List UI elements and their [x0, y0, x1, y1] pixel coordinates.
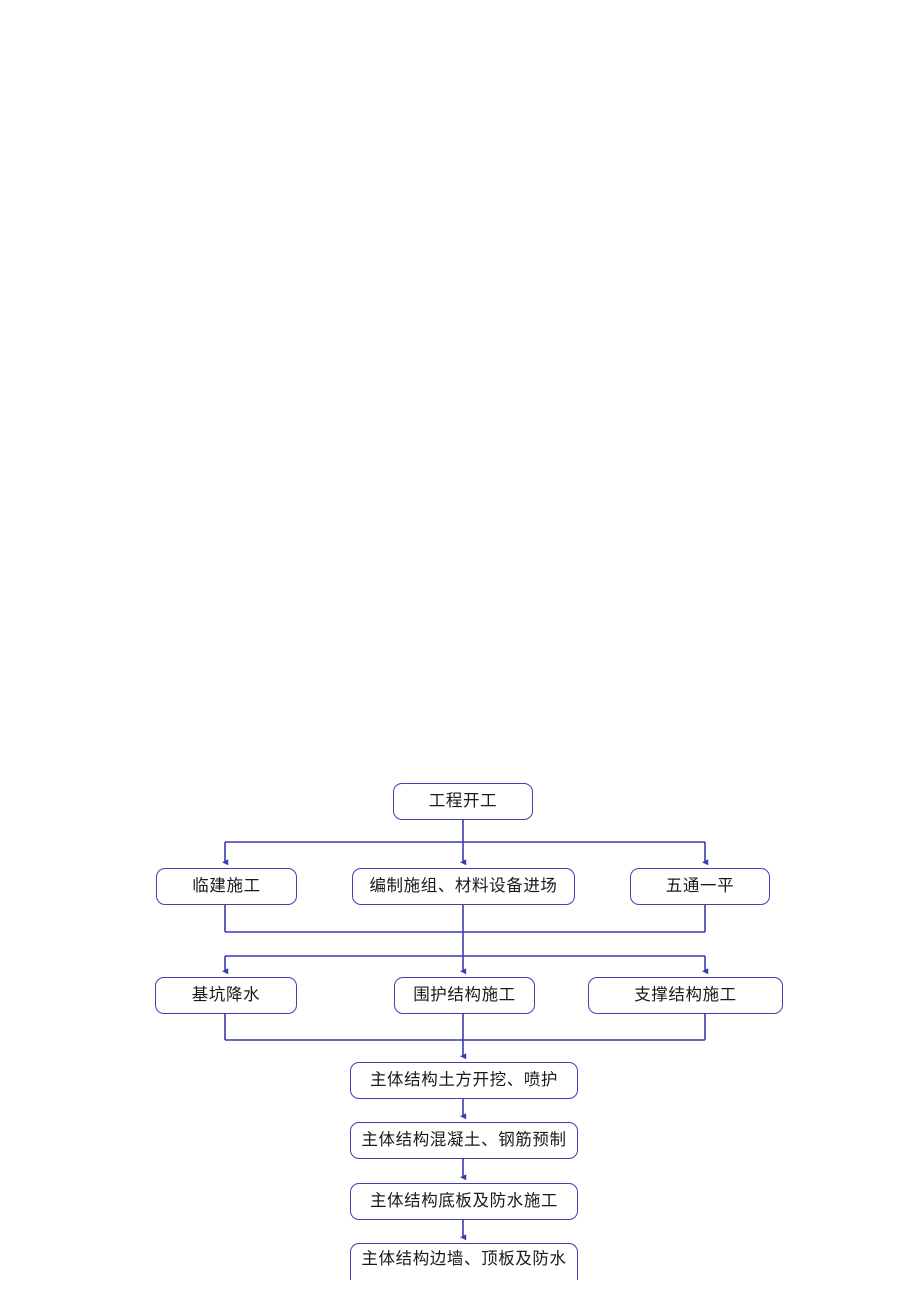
node-plan-and-material-entry[interactable]: 编制施组、材料设备进场: [352, 868, 575, 905]
node-foundation-pit-dewatering[interactable]: 基坑降水: [155, 977, 297, 1014]
node-main-structure-earthwork-excavation[interactable]: 主体结构土方开挖、喷护: [350, 1062, 578, 1099]
node-main-structure-floor-waterproofing[interactable]: 主体结构底板及防水施工: [350, 1183, 578, 1220]
node-temporary-construction[interactable]: 临建施工: [156, 868, 297, 905]
node-start[interactable]: 工程开工: [393, 783, 533, 820]
node-main-structure-concrete-rebar-prefab[interactable]: 主体结构混凝土、钢筋预制: [350, 1122, 578, 1159]
node-support-structure-construction[interactable]: 支撑结构施工: [588, 977, 783, 1014]
node-five-connections-one-leveling[interactable]: 五通一平: [630, 868, 770, 905]
node-enclosure-structure-construction[interactable]: 围护结构施工: [394, 977, 535, 1014]
node-main-structure-sidewall-roof-waterproofing[interactable]: 主体结构边墙、顶板及防水: [350, 1243, 578, 1280]
